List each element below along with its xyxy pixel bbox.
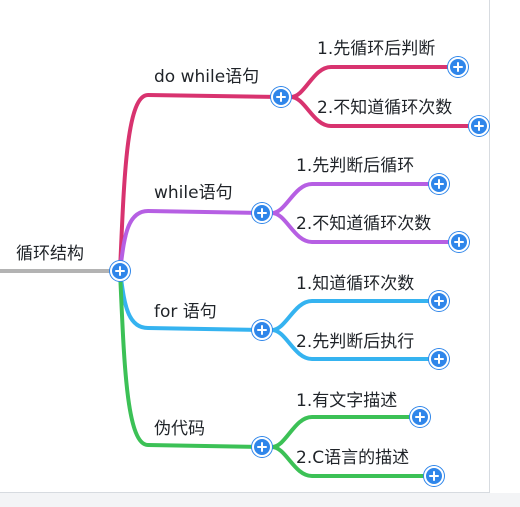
branch-toggle-4[interactable] — [252, 437, 272, 457]
expand-button-4-2[interactable] — [424, 466, 444, 486]
expand-button-4-1[interactable] — [410, 407, 430, 427]
child-label-3-1[interactable]: 1.知道循环次数 — [296, 274, 415, 294]
branch-connector-2 — [118, 208, 264, 273]
branch-toggle-1[interactable] — [271, 87, 291, 107]
branch-toggle-2[interactable] — [252, 203, 272, 223]
child-connector-4-2 — [270, 445, 436, 478]
child-label-1-1[interactable]: 1.先循环后判断 — [317, 39, 436, 59]
branch-label-3[interactable]: for 语句 — [154, 302, 217, 322]
child-label-3-2[interactable]: 2.先判断后执行 — [296, 332, 415, 352]
branch-connector-1 — [118, 92, 283, 273]
child-label-4-1[interactable]: 1.有文字描述 — [296, 391, 398, 411]
expand-button-2-2[interactable] — [449, 232, 469, 252]
expand-button-2-1[interactable] — [429, 174, 449, 194]
child-connector-3-2 — [270, 328, 441, 361]
expand-button-3-1[interactable] — [429, 291, 449, 311]
child-connector-2-2 — [270, 211, 461, 244]
child-label-2-2[interactable]: 2.不知道循环次数 — [296, 214, 432, 234]
branch-connector-4 — [118, 269, 264, 449]
child-label-1-2[interactable]: 2.不知道循环次数 — [317, 98, 453, 118]
branch-toggle-3[interactable] — [252, 320, 272, 340]
child-label-4-2[interactable]: 2.C语言的描述 — [296, 448, 410, 468]
root-toggle[interactable] — [110, 261, 130, 281]
expand-button-1-2[interactable] — [469, 116, 489, 136]
bottom-bar — [0, 493, 520, 507]
child-label-2-1[interactable]: 1.先判断后循环 — [296, 156, 415, 176]
branch-label-4[interactable]: 伪代码 — [154, 419, 205, 439]
root-node-label[interactable]: 循环结构 — [16, 244, 84, 264]
mindmap-canvas: 循环结构 do while语句 1.先循环后判断 2.不知道循环次数 while语句 1… — [0, 0, 490, 493]
expand-button-1-1[interactable] — [448, 57, 468, 77]
branch-label-2[interactable]: while语句 — [154, 183, 233, 203]
expand-button-3-2[interactable] — [429, 349, 449, 369]
child-connector-1-2 — [289, 95, 481, 128]
branch-label-1[interactable]: do while语句 — [154, 67, 260, 87]
